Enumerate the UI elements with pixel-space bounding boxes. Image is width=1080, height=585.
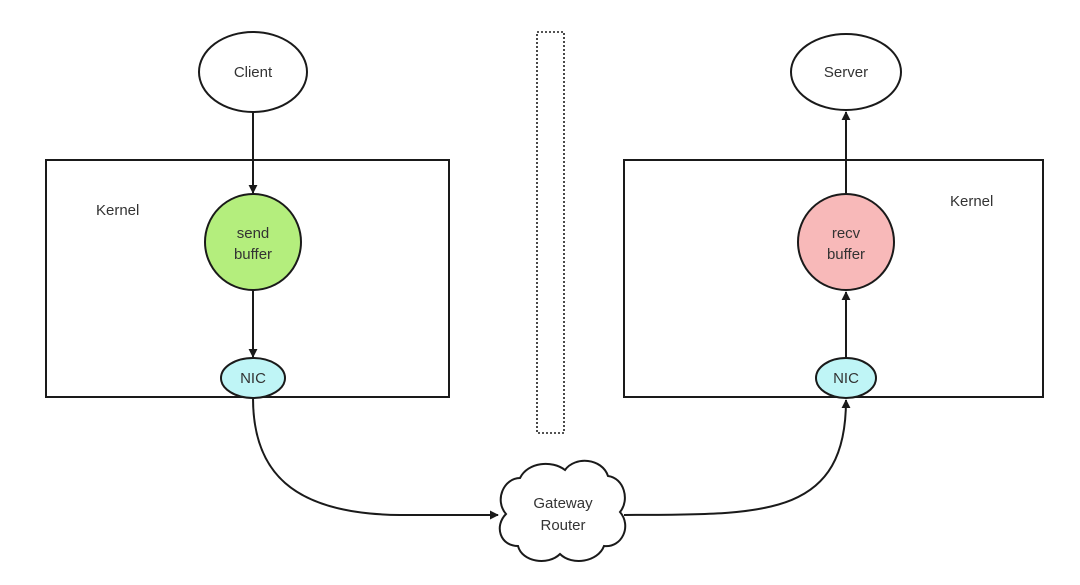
router-label-line2: Router — [540, 517, 585, 534]
send-buffer-label-line1: send — [237, 225, 270, 242]
cloud-shape — [498, 460, 627, 562]
left-kernel-label: Kernel — [96, 202, 139, 219]
arrow-left-nic-to-router — [252, 397, 499, 520]
send-buffer-label-line2: buffer — [234, 246, 272, 263]
left-nic-node: NIC — [220, 357, 286, 399]
network-divider — [536, 31, 565, 434]
gateway-router-node: Gateway Router — [498, 460, 627, 562]
router-label-line1: Gateway — [533, 495, 593, 512]
right-kernel-label: Kernel — [950, 193, 993, 210]
arrow-router-to-right-nic — [623, 399, 851, 516]
right-nic-node: NIC — [815, 357, 877, 399]
server-label: Server — [824, 64, 868, 81]
client-node: Client — [198, 31, 308, 113]
recv-buffer-label-line2: buffer — [827, 246, 865, 263]
left-nic-label: NIC — [240, 370, 266, 387]
server-node: Server — [790, 33, 902, 111]
send-buffer-node: send buffer — [204, 193, 302, 291]
right-nic-label: NIC — [833, 370, 859, 387]
recv-buffer-label-line1: recv — [832, 225, 861, 242]
client-label: Client — [234, 64, 273, 81]
recv-buffer-node: recv buffer — [797, 193, 895, 291]
